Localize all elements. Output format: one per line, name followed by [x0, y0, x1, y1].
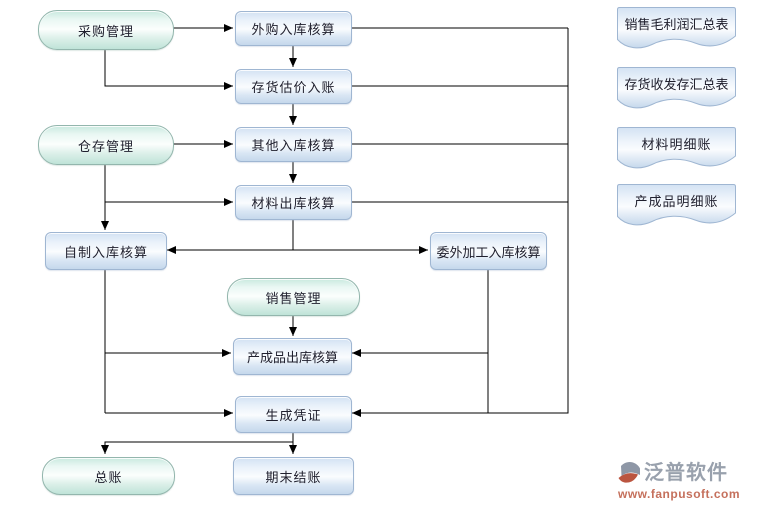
fanpu-watermark: 泛普软件 www.fanpusoft.com [616, 460, 752, 500]
fanpu-url-text: www.fanpusoft.com [618, 487, 741, 501]
report-finished-goods-detail-ledger: 产成品明细账 [616, 183, 737, 227]
node-label: 委外加工入库核算 [436, 244, 541, 260]
report-label: 存货收发存汇总表 [624, 76, 729, 92]
node-label: 总账 [94, 469, 123, 485]
node-outsourced-inbound-accounting: 委外加工入库核算 [430, 232, 547, 270]
report-label: 材料明细账 [641, 136, 712, 152]
fanpu-brand-text: 泛普软件 [644, 462, 728, 484]
node-label: 自制入库核算 [63, 244, 148, 260]
node-material-outbound-accounting: 材料出库核算 [235, 185, 352, 220]
node-generate-voucher: 生成凭证 [235, 396, 352, 433]
node-label: 其他入库核算 [251, 138, 336, 153]
node-other-inbound-accounting: 其他入库核算 [235, 127, 352, 162]
node-inventory-estimate-entry: 存货估价入账 [235, 69, 352, 104]
fanpu-logo-icon [618, 462, 640, 483]
fanpu-brand-row: 泛普软件 [616, 460, 728, 486]
node-label: 生成凭证 [265, 408, 322, 423]
document-shape [617, 67, 736, 109]
node-label: 产成品出库核算 [246, 350, 338, 365]
node-label: 期末结账 [265, 469, 322, 485]
report-inventory-in-out-summary: 存货收发存汇总表 [616, 66, 737, 110]
node-finished-goods-outbound-accounting: 产成品出库核算 [233, 338, 352, 375]
node-label: 销售管理 [265, 290, 322, 306]
node-label: 仓存管理 [77, 138, 134, 154]
node-label: 存货估价入账 [251, 80, 336, 95]
node-selfmade-inbound-accounting: 自制入库核算 [45, 232, 167, 270]
node-label: 材料出库核算 [251, 196, 336, 211]
node-general-ledger: 总账 [42, 457, 175, 495]
document-shape [617, 127, 736, 169]
report-label: 产成品明细账 [634, 193, 719, 209]
node-sales-management: 销售管理 [227, 278, 360, 316]
document-shape [617, 7, 736, 49]
node-period-end-closing: 期末结账 [233, 457, 354, 495]
report-material-detail-ledger: 材料明细账 [616, 126, 737, 170]
node-label: 外购入库核算 [251, 22, 336, 37]
node-purchase-management: 采购管理 [38, 10, 174, 50]
node-label: 采购管理 [77, 23, 134, 39]
node-purchased-inbound-accounting: 外购入库核算 [235, 11, 352, 46]
node-warehouse-management: 仓存管理 [38, 125, 174, 165]
report-label: 销售毛利润汇总表 [624, 16, 729, 32]
report-sales-gross-profit-summary: 销售毛利润汇总表 [616, 6, 737, 50]
document-shape [617, 184, 736, 226]
